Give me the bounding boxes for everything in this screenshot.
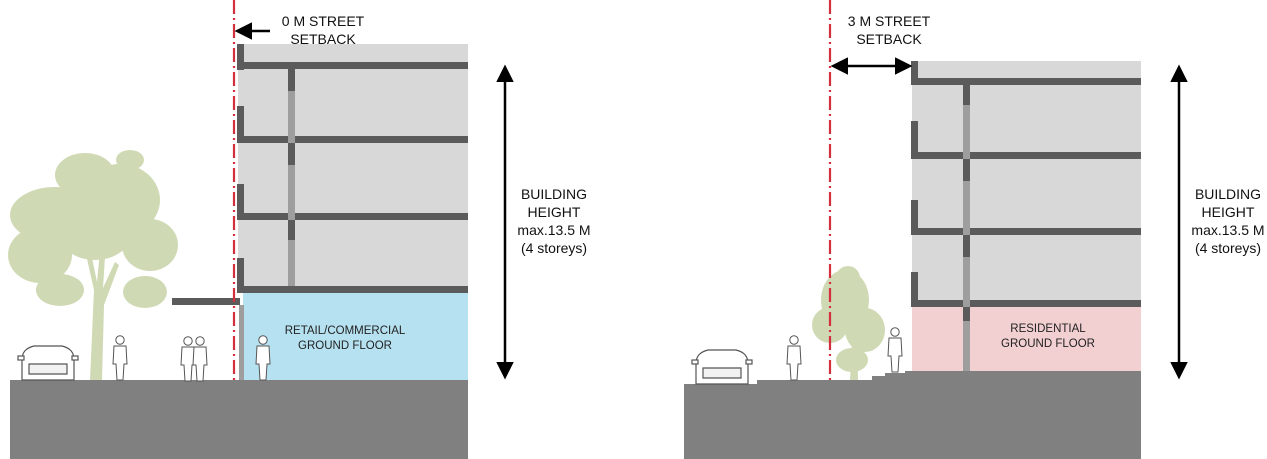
right-section: 3 M STREET SETBACK RESIDENTIAL GROUND FL…	[684, 0, 1265, 459]
left-height-label-4: (4 storeys)	[521, 240, 587, 256]
left-section: 0 M STREET SETBACK RETAIL/COMMERCIAL GRO…	[8, 0, 591, 459]
right-height-label: BUILDING	[1195, 186, 1261, 202]
right-residential-ground-floor	[912, 307, 1141, 371]
left-canopy	[172, 298, 240, 305]
car-icon	[691, 349, 753, 385]
right-ground	[684, 371, 1141, 459]
right-setback-label: 3 M STREET	[848, 13, 931, 29]
left-column	[239, 69, 295, 380]
left-retail-ground-floor	[243, 292, 468, 380]
right-ground-floor-label-2: GROUND FLOOR	[1001, 338, 1095, 350]
left-height-label: BUILDING	[521, 186, 587, 202]
left-ground	[10, 380, 468, 459]
left-ground-floor-label-2: GROUND FLOOR	[298, 340, 392, 352]
left-setback-label: 0 M STREET	[282, 13, 365, 29]
left-height-label-3: max.13.5 M	[517, 222, 590, 238]
left-ground-floor-label: RETAIL/COMMERCIAL	[285, 325, 406, 337]
right-ground-floor-label: RESIDENTIAL	[1010, 323, 1086, 335]
tree-icon	[812, 266, 885, 380]
left-height-label-2: HEIGHT	[528, 204, 581, 220]
right-height-label-3: max.13.5 M	[1191, 222, 1264, 238]
left-floor-slabs	[172, 44, 468, 305]
car-icon	[17, 345, 79, 381]
tree-icon	[8, 150, 178, 380]
right-floor-slabs	[911, 61, 1141, 307]
right-height-label-2: HEIGHT	[1202, 204, 1255, 220]
right-column	[963, 85, 970, 371]
right-setback-label-2: SETBACK	[856, 31, 922, 47]
left-setback-label-2: SETBACK	[290, 31, 356, 47]
right-building-upper	[912, 61, 1141, 307]
left-building-upper	[238, 44, 468, 292]
right-height-label-4: (4 storeys)	[1195, 240, 1261, 256]
